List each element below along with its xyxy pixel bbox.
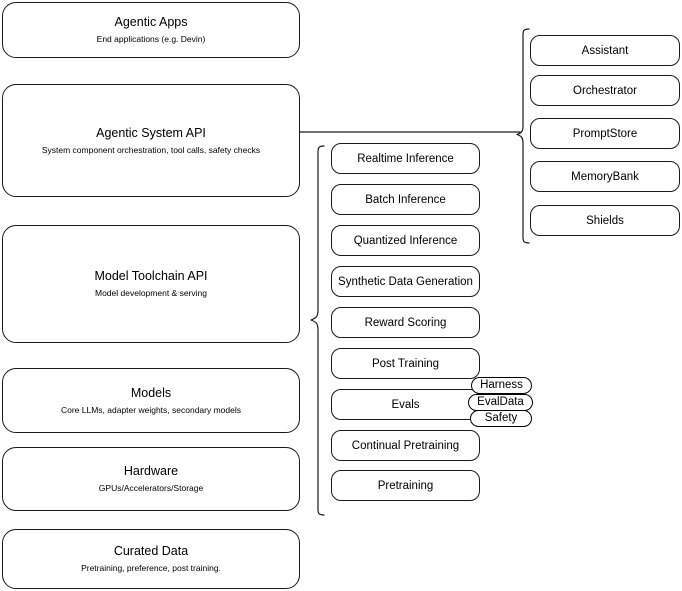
agentic-item-shields[interactable]: Shields (530, 205, 680, 236)
toolchain-item-reward-scoring[interactable]: Reward Scoring (331, 307, 480, 338)
stack-layer-title: Agentic Apps (114, 15, 188, 29)
brace-toolchain-column (310, 145, 325, 516)
stack-layer-subtitle: End applications (e.g. Devin) (96, 34, 206, 44)
agentic-item-label: Shields (586, 214, 624, 227)
toolchain-item-label: Batch Inference (365, 193, 446, 206)
stack-layer-agentic-apps[interactable]: Agentic Apps End applications (e.g. Devi… (2, 2, 300, 58)
toolchain-item-label: Evals (391, 398, 420, 411)
stack-layer-subtitle: System component orchestration, tool cal… (41, 144, 261, 155)
stack-layer-agentic-system-api[interactable]: Agentic System API System component orch… (2, 84, 300, 197)
agentic-item-promptstore[interactable]: PromptStore (530, 118, 680, 149)
stack-layer-subtitle: Pretraining, preference, post training. (81, 563, 221, 573)
evals-pill-label: Harness (480, 379, 523, 391)
toolchain-item-post-training[interactable]: Post Training (331, 348, 480, 379)
stack-layer-title: Models (130, 385, 172, 400)
connector-agentic-system-api (299, 131, 521, 133)
toolchain-item-label: Continual Pretraining (351, 439, 460, 452)
toolchain-item-evals[interactable]: Evals (331, 389, 480, 420)
toolchain-item-batch-inference[interactable]: Batch Inference (331, 184, 480, 215)
stack-layer-hardware[interactable]: Hardware GPUs/Accelerators/Storage (2, 447, 300, 511)
evals-pill-label: Safety (484, 412, 518, 424)
stack-layer-title: Model Toolchain API (94, 269, 208, 283)
evals-pill-label: EvalData (477, 396, 524, 408)
evals-pill-safety[interactable]: Safety (470, 410, 532, 427)
toolchain-item-label: Post Training (371, 357, 440, 370)
toolchain-item-quantized-inference[interactable]: Quantized Inference (331, 225, 480, 256)
evals-pill-harness[interactable]: Harness (471, 377, 532, 394)
agentic-item-memorybank[interactable]: MemoryBank (530, 161, 680, 192)
brace-agentic-column (516, 28, 530, 244)
stack-layer-subtitle: Model development & serving (95, 288, 207, 298)
toolchain-item-pretraining[interactable]: Pretraining (331, 470, 480, 501)
toolchain-item-realtime-inference[interactable]: Realtime Inference (331, 143, 480, 174)
stack-layer-model-toolchain-api[interactable]: Model Toolchain API Model development & … (2, 225, 300, 343)
toolchain-item-label: Reward Scoring (364, 316, 447, 329)
agentic-item-label: MemoryBank (571, 170, 639, 183)
stack-layer-title: Curated Data (113, 544, 189, 558)
toolchain-item-synthetic-data-generation[interactable]: Synthetic Data Generation (331, 266, 480, 297)
agentic-item-label: PromptStore (572, 127, 638, 140)
agentic-item-assistant[interactable]: Assistant (530, 35, 680, 66)
evals-pill-evaldata[interactable]: EvalData (468, 394, 533, 411)
stack-layer-models[interactable]: Models Core LLMs, adapter weights, secon… (2, 368, 300, 433)
stack-layer-title: Hardware (123, 464, 179, 478)
agentic-item-label: Assistant (581, 44, 629, 57)
agentic-item-label: Orchestrator (573, 84, 637, 97)
stack-layer-subtitle: Core LLMs, adapter weights, secondary mo… (60, 404, 241, 415)
toolchain-item-label: Quantized Inference (353, 234, 458, 247)
agentic-item-orchestrator[interactable]: Orchestrator (530, 75, 680, 106)
stack-layer-subtitle: GPUs/Accelerators/Storage (98, 483, 204, 493)
stack-layer-curated-data[interactable]: Curated Data Pretraining, preference, po… (2, 529, 300, 589)
stack-layer-title: Agentic System API (96, 125, 206, 140)
toolchain-item-label: Realtime Inference (357, 152, 454, 165)
toolchain-item-continual-pretraining[interactable]: Continual Pretraining (331, 430, 480, 461)
toolchain-item-label: Synthetic Data Generation (338, 275, 473, 288)
toolchain-item-label: Pretraining (377, 479, 434, 492)
